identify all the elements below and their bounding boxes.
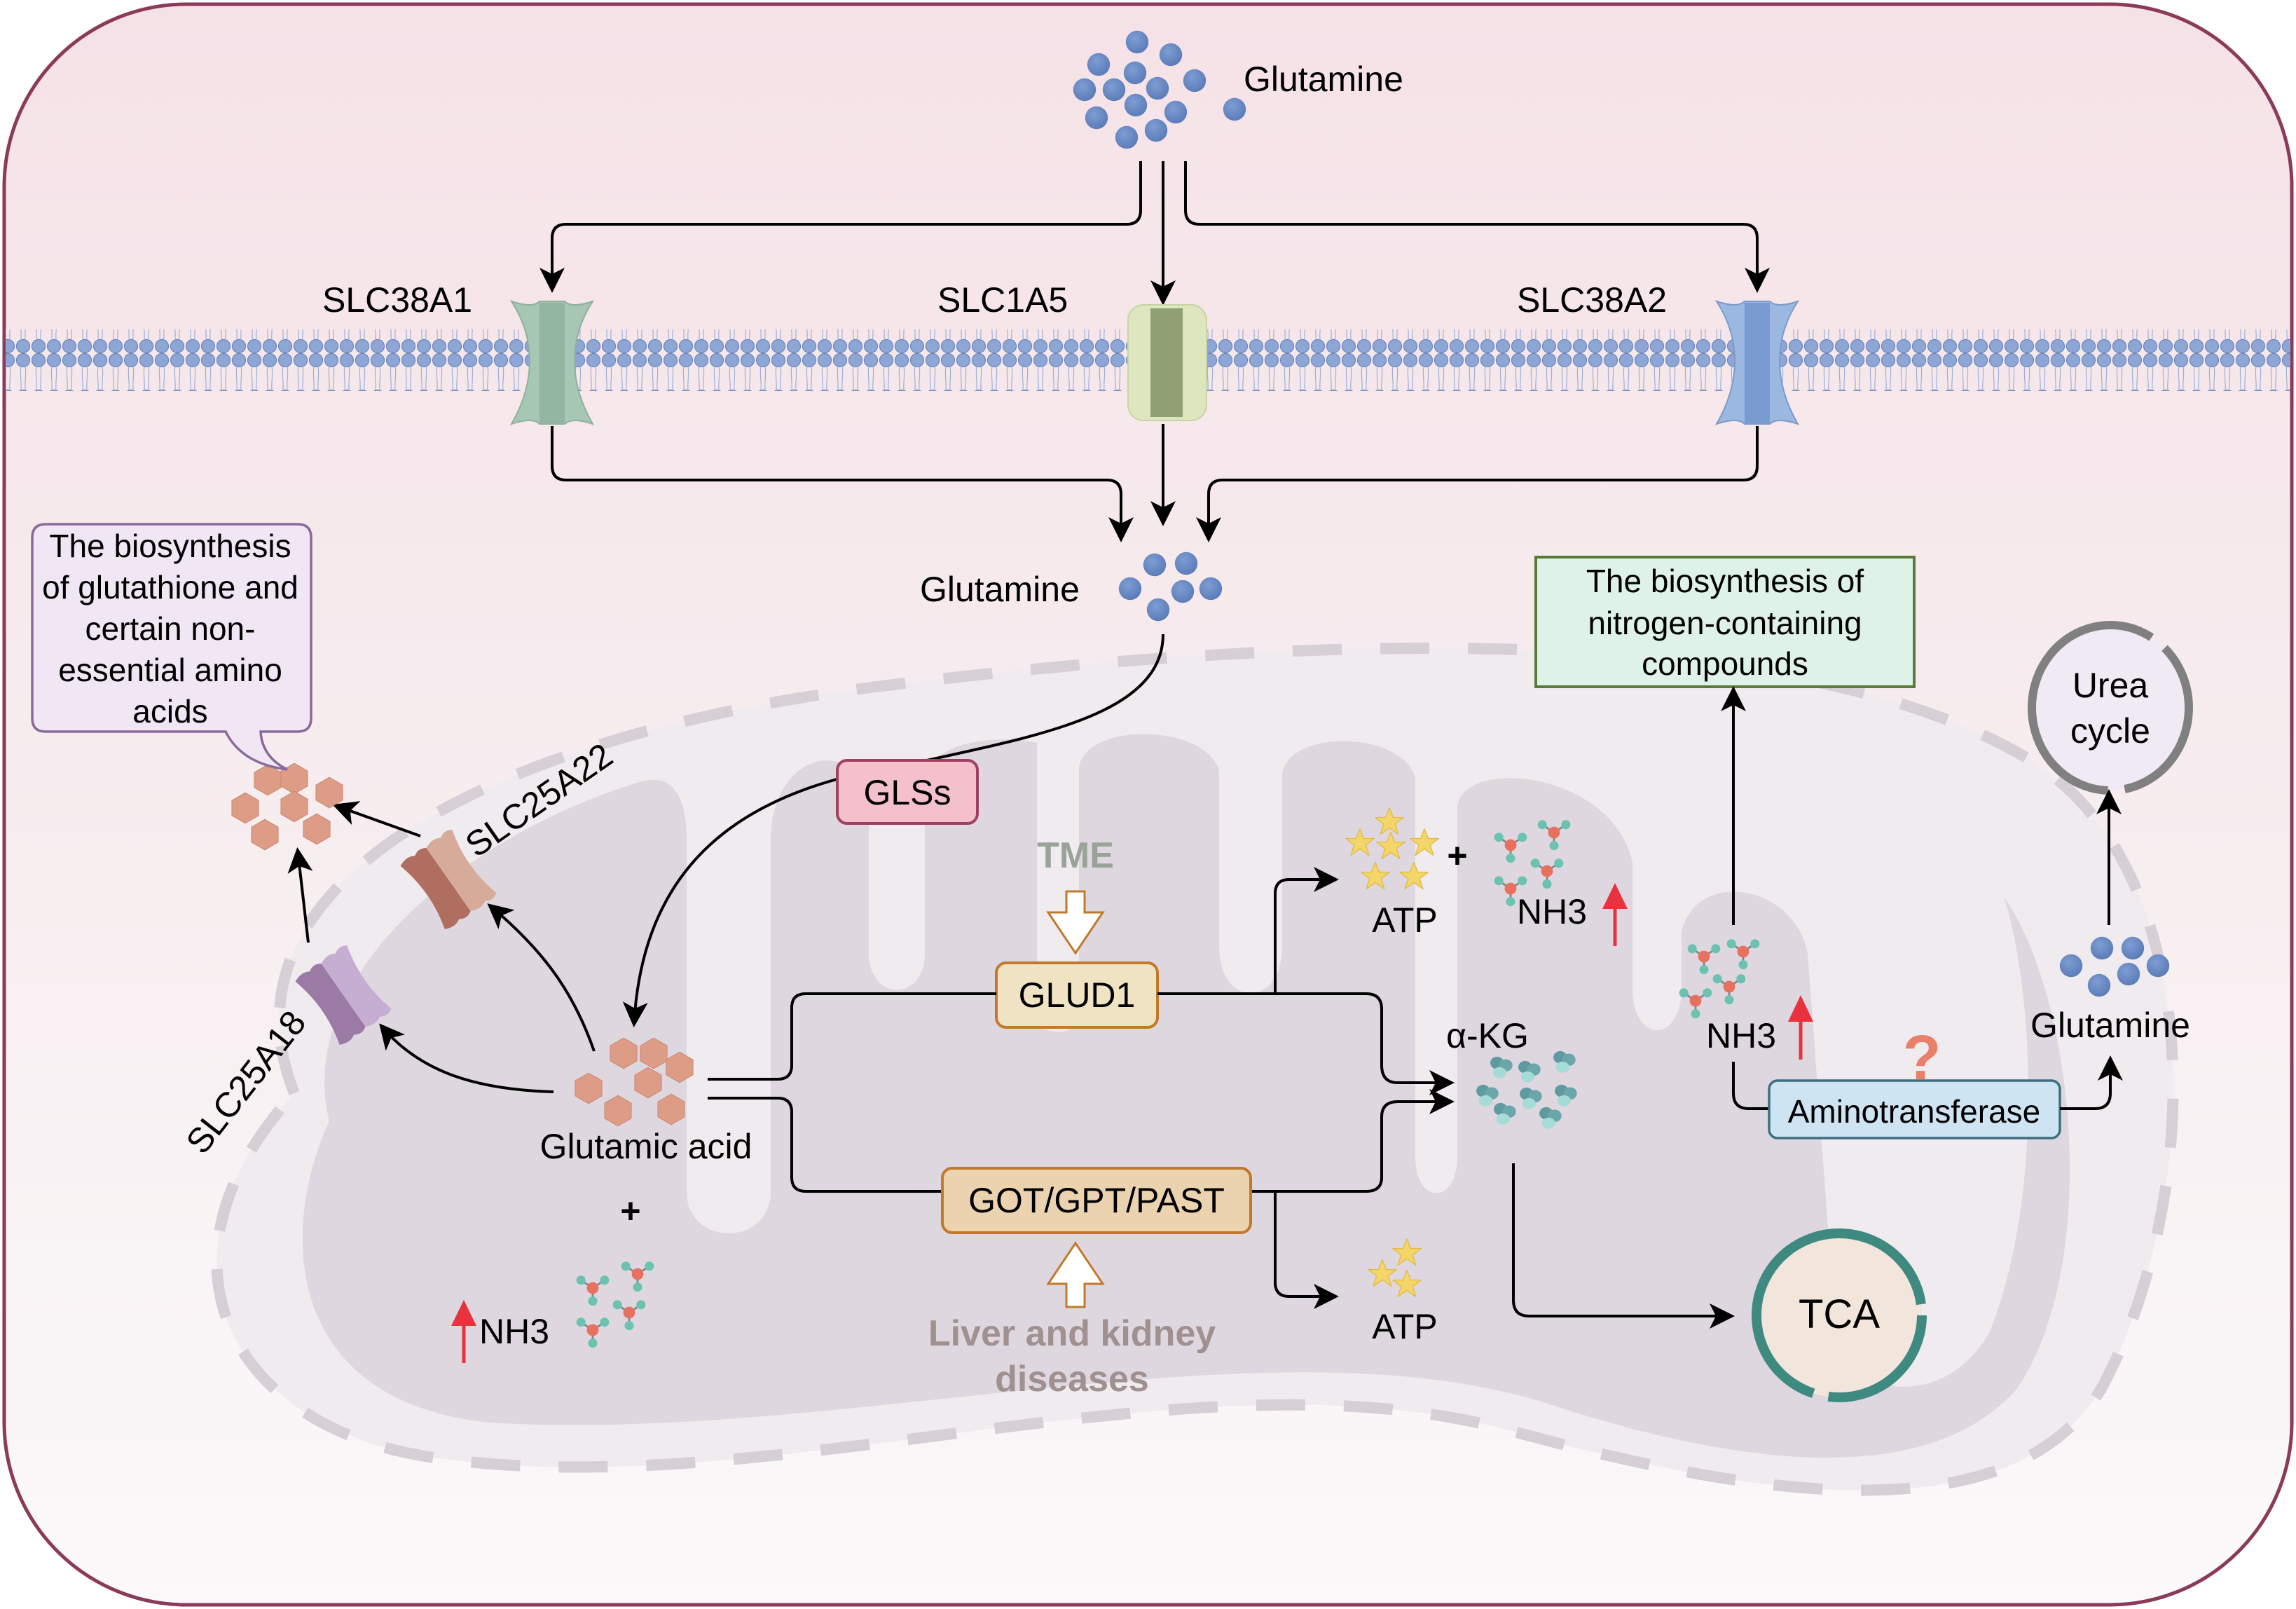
nitrogen-compounds-box: The biosynthesis of nitrogen-containing … bbox=[1534, 556, 1916, 688]
red-up-arrow-right bbox=[1788, 995, 1813, 1060]
glutathione-line-4: essential amino bbox=[58, 652, 282, 688]
arrow-slc25a22-to-cytosol bbox=[332, 801, 421, 837]
arrow-to-slc38a1 bbox=[539, 161, 1142, 293]
tme-arrow bbox=[1046, 890, 1105, 955]
urea-label-line1: Urea bbox=[2072, 666, 2149, 705]
glutamine-label-right: Glutamine bbox=[2030, 1006, 2190, 1045]
nh3-to-aminotransferase-path bbox=[1732, 1062, 1769, 1110]
slc25a22-transporter[interactable] bbox=[399, 828, 498, 931]
glud1-enzyme[interactable]: GLUD1 bbox=[995, 961, 1159, 1029]
glutamine-label-top: Glutamine bbox=[1244, 60, 1403, 99]
arrow-slc38a1-to-glutamine bbox=[551, 426, 1134, 542]
urea-label-line2: cycle bbox=[2070, 711, 2150, 751]
glutathione-line-5: acids bbox=[132, 693, 207, 730]
nh3-label-top: NH3 bbox=[1517, 892, 1587, 931]
liver-kidney-label-line1: Liver and kidney bbox=[928, 1313, 1216, 1354]
arrow-slc25a18-to-cytosol bbox=[287, 847, 313, 943]
got-gpt-past-enzyme[interactable]: GOT/GPT/PAST bbox=[941, 1167, 1252, 1234]
nitrogen-line-1: The biosynthesis of bbox=[1586, 563, 1864, 599]
nh3-label-left: NH3 bbox=[479, 1312, 549, 1351]
plus-sign-top: + bbox=[1447, 836, 1467, 875]
tca-cycle[interactable]: TCA bbox=[1752, 1228, 1927, 1402]
got-to-akg-path bbox=[1251, 1089, 1455, 1193]
arrow-glutamate-to-slc25a18 bbox=[379, 1023, 554, 1093]
aminotransferase-label: Aminotransferase bbox=[1788, 1093, 2041, 1130]
atp-label-bottom: ATP bbox=[1372, 1307, 1438, 1346]
atp-label-top: ATP bbox=[1372, 901, 1438, 940]
glutamate-to-glud1-path bbox=[708, 992, 996, 1081]
slc38a2-label: SLC38A2 bbox=[1517, 280, 1667, 320]
glutathione-line-1: The biosynthesis bbox=[49, 528, 291, 564]
glutamic-acid-label: Glutamic acid bbox=[540, 1127, 752, 1166]
aminotransferase-to-glutamine-path bbox=[2060, 1055, 2123, 1110]
glutathione-line-3: certain non- bbox=[85, 610, 256, 647]
glud1-to-atp-path bbox=[1274, 867, 1339, 994]
nitrogen-line-3: compounds bbox=[1642, 645, 1808, 682]
nitrogen-line-2: nitrogen-containing bbox=[1588, 605, 1862, 641]
arrow-glutamate-to-slc25a22 bbox=[487, 903, 596, 1052]
arrow-slc38a2-to-glutamine bbox=[1196, 426, 1759, 542]
slc1a5-label: SLC1A5 bbox=[937, 280, 1068, 320]
glutathione-biosynthesis-box: The biosynthesis of glutathione and cert… bbox=[31, 523, 312, 771]
plus-sign-left: + bbox=[620, 1191, 640, 1231]
slc38a1-label: SLC38A1 bbox=[322, 280, 472, 320]
disease-arrow bbox=[1046, 1241, 1105, 1308]
slc1a5-transporter[interactable] bbox=[1127, 304, 1207, 421]
red-up-arrow-left bbox=[451, 1300, 476, 1363]
tca-label: TCA bbox=[1799, 1292, 1880, 1337]
nh3-label-right: NH3 bbox=[1706, 1016, 1776, 1055]
arrow-to-slc38a2 bbox=[1184, 161, 1770, 293]
glutamate-to-got-path bbox=[708, 1097, 942, 1193]
glud1-to-akg-path bbox=[1157, 992, 1455, 1095]
got-gpt-past-label: GOT/GPT/PAST bbox=[968, 1181, 1225, 1220]
urea-cycle[interactable]: Urea cycle bbox=[2028, 621, 2193, 795]
glutathione-line-2: of glutathione and bbox=[42, 569, 298, 605]
slc38a2-transporter[interactable] bbox=[1714, 300, 1800, 425]
mitochondrion bbox=[211, 642, 2179, 1496]
glutamine-label-middle: Glutamine bbox=[920, 570, 1080, 609]
slc38a1-transporter[interactable] bbox=[509, 300, 595, 425]
got-to-atp-path bbox=[1274, 1191, 1339, 1309]
glud1-label: GLUD1 bbox=[1019, 975, 1136, 1015]
glss-enzyme[interactable]: GLSs bbox=[836, 759, 979, 825]
red-up-arrow-top bbox=[1602, 883, 1628, 946]
akg-to-tca-path bbox=[1512, 1163, 1735, 1329]
glss-label: GLSs bbox=[863, 773, 951, 812]
tme-label: TME bbox=[1037, 835, 1114, 876]
liver-kidney-label-line2: diseases bbox=[995, 1359, 1149, 1399]
slc25a18-transporter[interactable] bbox=[294, 943, 393, 1046]
alpha-kg-label: α-KG bbox=[1446, 1016, 1529, 1055]
aminotransferase-enzyme[interactable]: Aminotransferase bbox=[1768, 1079, 2061, 1139]
